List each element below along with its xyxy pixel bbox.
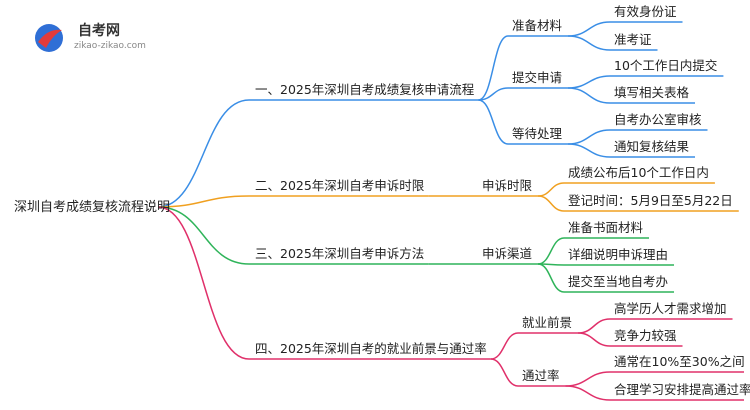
sub-node-1-1[interactable]: 准备材料 — [512, 18, 563, 33]
leaf-node-3-1-3[interactable]: 提交至当地自考办 — [568, 274, 668, 289]
leaf-link-1-3-1 — [568, 129, 611, 145]
branch-node-4[interactable]: 四、2025年深圳自考的就业前景与通过率 — [255, 341, 487, 356]
leaf-link-4-1-1 — [577, 318, 611, 334]
leaf-node-3-1-2[interactable]: 详细说明申诉理由 — [568, 247, 668, 262]
leaf-node-4-2-2[interactable]: 合理学习安排提高通过率 — [614, 382, 750, 397]
branch-node-2[interactable]: 二、2025年深圳自考申诉时限 — [255, 178, 425, 193]
leaf-node-1-2-1[interactable]: 10个工作日内提交 — [614, 58, 717, 73]
leaf-link-2-1-2 — [537, 195, 565, 212]
logo-title: 自考网 — [78, 22, 120, 39]
leaf-link-1-1-2 — [568, 35, 611, 51]
sub-node-1-3[interactable]: 等待处理 — [512, 126, 563, 141]
leaf-link-3-1-1 — [537, 237, 565, 265]
logo-url: zikao-zikao.com — [74, 41, 146, 51]
mindmap-links — [157, 21, 744, 401]
branch-link-2 — [157, 195, 250, 208]
logo-swoosh-icon — [38, 29, 62, 48]
branch-link-3 — [157, 206, 250, 265]
branch-node-3[interactable]: 三、2025年深圳自考申诉方法 — [255, 246, 424, 261]
leaf-link-1-2-1 — [568, 75, 611, 89]
sub-node-2-1[interactable]: 申诉时限 — [482, 178, 533, 193]
sub-node-3-1[interactable]: 申诉渠道 — [482, 246, 533, 261]
branch-link-1 — [157, 99, 250, 208]
root-node[interactable]: 深圳自考成绩复核流程说明 — [14, 200, 170, 215]
leaf-link-1-2-2 — [568, 87, 611, 104]
sub-link-1-2 — [478, 87, 509, 101]
leaf-node-1-1-2[interactable]: 准考证 — [614, 32, 652, 47]
sub-node-1-2[interactable]: 提交申请 — [512, 70, 562, 85]
site-logo[interactable]: 自考网 zikao-zikao.com — [35, 22, 146, 52]
leaf-node-4-1-1[interactable]: 高学历人才需求增加 — [614, 301, 727, 316]
leaf-link-2-1-1 — [537, 182, 565, 197]
leaf-node-4-1-2[interactable]: 竞争力较强 — [614, 328, 677, 343]
leaf-node-4-2-1[interactable]: 通常在10%至30%之间 — [614, 354, 745, 369]
sub-link-1-3 — [478, 99, 509, 145]
leaf-link-4-1-2 — [577, 332, 611, 347]
leaf-node-3-1-1[interactable]: 准备书面材料 — [568, 220, 644, 235]
leaf-node-2-1-1[interactable]: 成绩公布后10个工作日内 — [568, 165, 709, 180]
branch-node-1[interactable]: 一、2025年深圳自考成绩复核申请流程 — [255, 82, 475, 97]
sub-link-4-2 — [490, 358, 519, 387]
leaf-link-3-1-3 — [537, 263, 565, 293]
sub-link-4-1 — [490, 332, 519, 360]
sub-node-4-1[interactable]: 就业前景 — [522, 315, 572, 330]
sub-link-1-1 — [478, 35, 509, 101]
leaf-link-4-2-2 — [565, 385, 611, 401]
leaf-node-1-2-2[interactable]: 填写相关表格 — [614, 85, 690, 100]
leaf-link-4-2-1 — [565, 371, 611, 387]
leaf-node-1-1-1[interactable]: 有效身份证 — [614, 4, 677, 19]
sub-node-4-2[interactable]: 通过率 — [522, 368, 560, 383]
mindmap-nodes: 深圳自考成绩复核流程说明 一、2025年深圳自考成绩复核申请流程 准备材料 有效身份证… — [14, 4, 750, 397]
leaf-node-1-3-1[interactable]: 自考办公室审核 — [614, 112, 702, 127]
leaf-link-1-1-1 — [568, 21, 611, 37]
leaf-node-1-3-2[interactable]: 通知复核结果 — [614, 139, 690, 154]
leaf-node-2-1-2[interactable]: 登记时间：5月9日至5月22日 — [568, 193, 733, 208]
leaf-link-1-3-2 — [568, 143, 611, 158]
branch-link-4 — [157, 206, 250, 360]
